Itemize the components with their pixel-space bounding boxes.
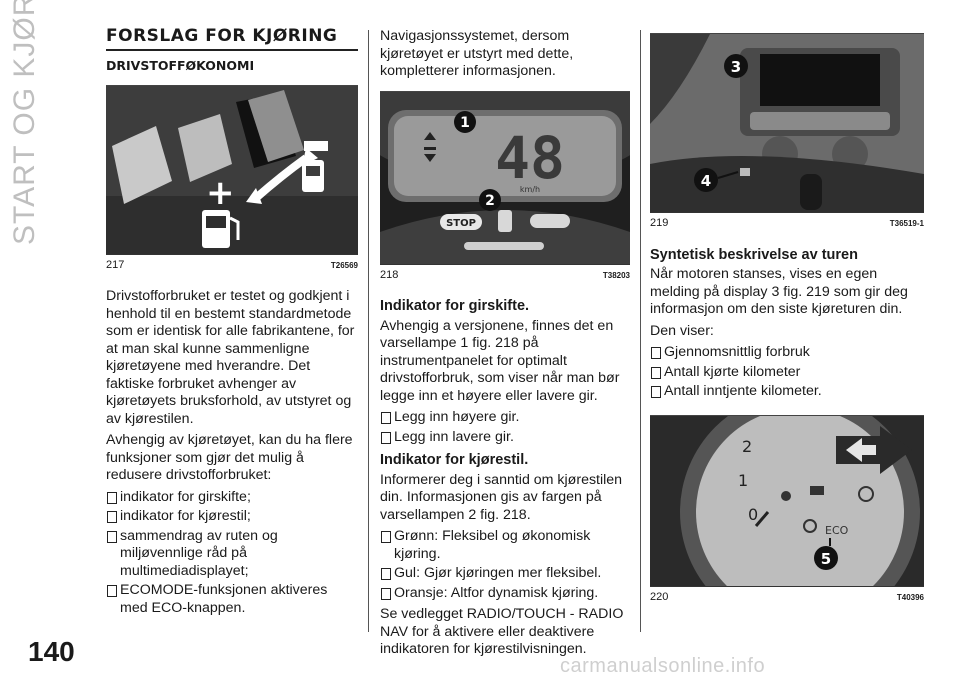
heading-rule	[106, 49, 358, 51]
speed-unit: km/h	[520, 185, 540, 194]
eco-gauge-illustration: 2 1 0 ECO 5	[650, 415, 924, 586]
page-heading: FORSLAG FOR KJØRING	[106, 26, 338, 46]
paragraph: Avhengig av kjøretøyet, kan du ha flere …	[106, 432, 353, 483]
figure-219-dashboard: 3 4	[650, 33, 924, 212]
figure-number: 220	[650, 590, 669, 603]
list-item: indikator for kjørestil;	[106, 508, 358, 526]
section-subheading: DRIVSTOFFØKONOMI	[106, 58, 255, 73]
figure-number: 218	[380, 268, 399, 281]
list-item: sammendrag av ruten og miljøvennlige råd…	[106, 528, 358, 581]
page-number: 140	[28, 636, 75, 667]
paragraph: Den viser:	[650, 322, 714, 339]
pedals-illustration: +	[106, 85, 358, 254]
list-item: Gjennomsnittlig forbruk	[650, 344, 924, 362]
subsection-heading: Indikator for girskifte.	[380, 298, 530, 314]
section-title: START OG KJØRING	[8, 0, 41, 245]
dial-number: 2	[742, 437, 752, 456]
svg-text:+: +	[206, 173, 235, 213]
figure-code: T36519-1	[889, 219, 924, 228]
instrument-panel-illustration: 48 km/h STOP 1 2	[380, 91, 630, 264]
figure-number: 219	[650, 217, 669, 229]
stop-lamp-label: STOP	[446, 218, 476, 229]
list-item: Oransje: Altfor dynamisk kjøring.	[380, 585, 630, 603]
figure-220-eco-gauge: 2 1 0 ECO 5	[650, 414, 924, 586]
list-item: Antall inntjente kilometer.	[650, 383, 924, 401]
eco-indicator-label: ECO	[825, 524, 849, 537]
dial-number: 0	[748, 505, 758, 524]
list-item: Antall kjørte kilometer	[650, 364, 924, 382]
speed-readout: 48	[495, 124, 565, 192]
watermark: carmanualsonline.info	[560, 655, 766, 677]
figure-number: 217	[106, 258, 125, 271]
dashboard-illustration: 3 4	[650, 34, 924, 212]
list-item: Legg inn høyere gir.	[380, 409, 630, 427]
list-item: Legg inn lavere gir.	[380, 429, 630, 447]
paragraph: Når motoren stanses, vises en egen meldi…	[650, 266, 908, 317]
paragraph: Drivstofforbruket er testet og godkjent …	[106, 288, 355, 427]
paragraph: Avhengig a versjonene, finnes det en var…	[380, 317, 620, 404]
list-item: Gul: Gjør kjøringen mer fleksibel.	[380, 565, 630, 583]
column-divider	[368, 30, 369, 632]
list-item: Grønn: Fleksibel og økonomisk kjøring.	[380, 528, 630, 563]
figure-code: T38203	[602, 270, 630, 280]
list-item: indikator for girskifte;	[106, 489, 358, 507]
callout-5: 5	[821, 550, 831, 568]
figure-219-caption: 219 T36519-1	[650, 212, 924, 233]
figure-217-caption: 217 T26569	[106, 253, 358, 275]
column-divider	[640, 30, 641, 632]
column-1: FORSLAG FOR KJØRING DRIVSTOFFØKONOMI + 2…	[106, 28, 358, 619]
list-item: ECOMODE-funksjonen aktiveres med ECO-kna…	[106, 582, 358, 617]
dial-number: 1	[738, 471, 748, 490]
callout-2: 2	[485, 193, 495, 209]
figure-220-caption: 220 T40396	[650, 585, 924, 607]
figure-218-instrument-panel: 48 km/h STOP 1 2	[380, 90, 630, 264]
figure-218-caption: 218 T38203	[380, 263, 630, 285]
paragraph: Se vedlegget RADIO/TOUCH - RADIO NAV for…	[380, 606, 624, 657]
figure-217-pedals: +	[106, 84, 358, 254]
column-3: 3 4 219 T36519-1 Syntetisk beskrivelse a…	[650, 28, 924, 620]
subsection-heading: Indikator for kjørestil.	[380, 452, 529, 468]
paragraph: Navigasjonssystemet, dersom kjøretøyet e…	[380, 28, 574, 79]
callout-3: 3	[731, 58, 741, 76]
column-2: Navigasjonssystemet, dersom kjøretøyet e…	[380, 28, 630, 663]
paragraph: Informerer deg i sanntid om kjørestilen …	[380, 471, 623, 523]
figure-code: T26569	[330, 260, 358, 270]
callout-4: 4	[701, 172, 711, 190]
callout-1: 1	[460, 115, 470, 131]
subsection-heading: Syntetisk beskrivelse av turen	[650, 246, 858, 263]
figure-code: T40396	[896, 592, 924, 602]
